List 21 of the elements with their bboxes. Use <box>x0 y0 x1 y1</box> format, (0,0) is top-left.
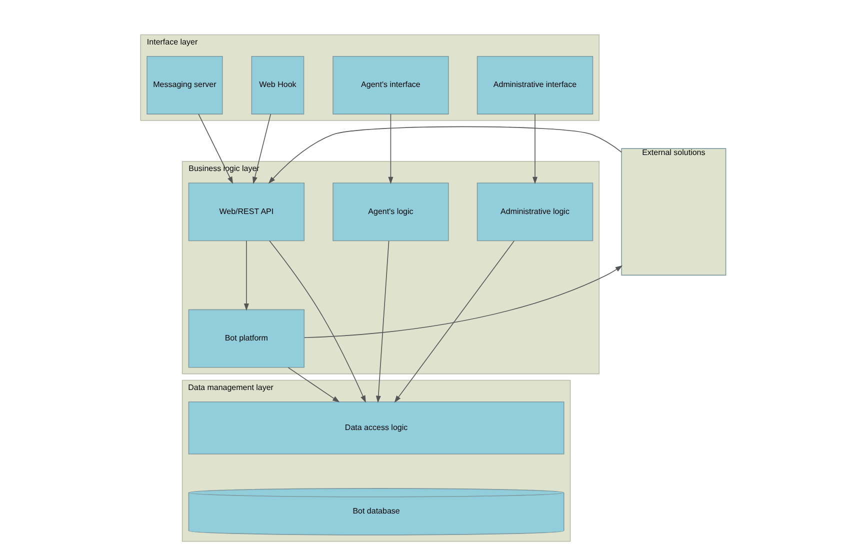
node-box: Bot platform <box>188 309 304 368</box>
arrow <box>243 240 248 311</box>
node-box: Data access logic <box>188 401 564 454</box>
arrow <box>287 367 340 402</box>
arrow <box>268 126 622 184</box>
arrow <box>304 265 622 338</box>
arrow <box>252 114 271 184</box>
node-box: Agent's logic <box>332 182 448 242</box>
arrow <box>375 240 389 404</box>
node-box: Administrative logic <box>476 182 593 242</box>
arrow <box>268 240 366 403</box>
node-box: Messaging server <box>146 56 222 114</box>
node-box: Web Hook <box>250 56 304 114</box>
node-box: Web/REST API <box>188 182 304 242</box>
arrow <box>532 114 538 184</box>
arrow <box>388 114 393 184</box>
node-box: External solutions <box>620 148 726 276</box>
arrow <box>394 240 514 403</box>
node-box: Agent's interface <box>332 56 448 114</box>
node-box: Administrative interface <box>476 56 593 114</box>
arrow <box>198 114 233 184</box>
